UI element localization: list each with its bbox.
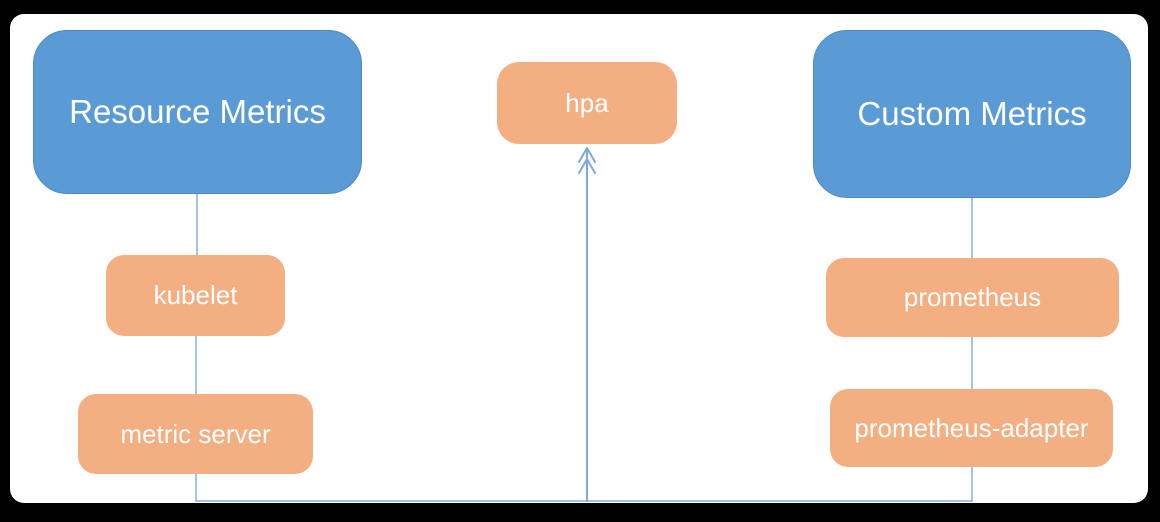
- node-metric-server-label: metric server: [120, 418, 271, 449]
- node-hpa: hpa: [497, 62, 677, 144]
- node-custom-metrics-label: Custom Metrics: [857, 94, 1087, 132]
- node-custom-metrics: Custom Metrics: [813, 30, 1131, 198]
- node-prometheus: prometheus: [826, 258, 1119, 337]
- node-prometheus-label: prometheus: [903, 282, 1042, 313]
- node-resource-metrics: Resource Metrics: [33, 30, 362, 194]
- node-kubelet: kubelet: [106, 255, 285, 336]
- node-resource-metrics-label: Resource Metrics: [69, 92, 326, 130]
- node-metric-server: metric server: [78, 394, 313, 474]
- node-hpa-label: hpa: [565, 87, 609, 118]
- node-prometheus-adapter-label: prometheus-adapter: [854, 412, 1089, 443]
- node-prometheus-adapter: prometheus-adapter: [830, 389, 1113, 467]
- node-kubelet-label: kubelet: [153, 280, 238, 311]
